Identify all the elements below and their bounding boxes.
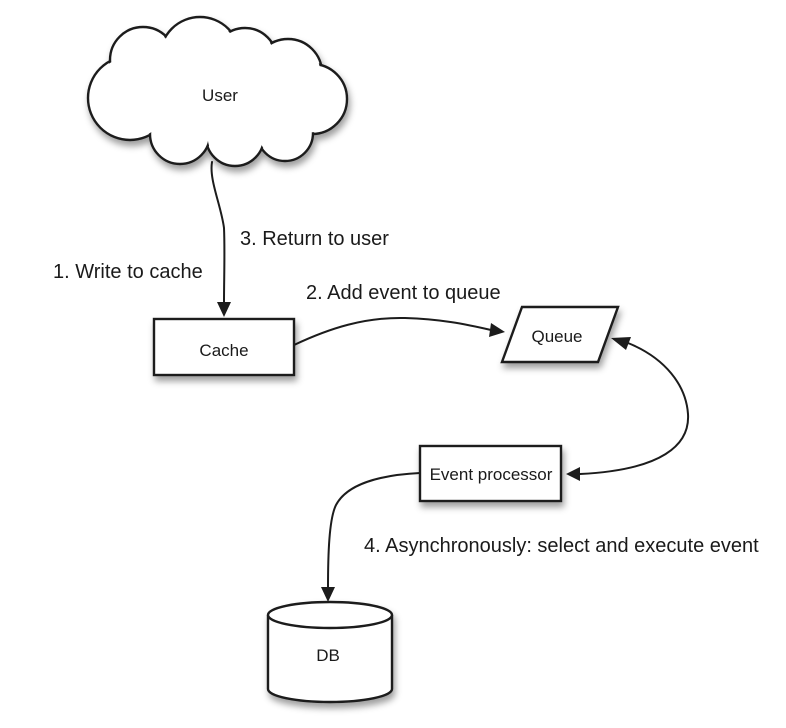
- user-cloud-node: [86, 15, 349, 168]
- queue-node: [500, 305, 620, 364]
- db-cylinder-top: [266, 600, 394, 630]
- arrowhead-into-queue-right: [611, 337, 631, 350]
- edge-cache-to-queue: [293, 316, 505, 346]
- event-processor-rectangle: [418, 444, 563, 503]
- step4-label: 4. Asynchronously: select and execute ev…: [364, 535, 759, 557]
- cache-rectangle: [152, 317, 296, 377]
- cloud-shape: [86, 15, 349, 168]
- cache-node: [152, 317, 296, 377]
- cloud-fill-circle: [207, 57, 283, 133]
- step1-label: 1. Write to cache: [53, 261, 203, 283]
- edge-processor-to-db: [321, 472, 421, 602]
- db-node-label: DB: [316, 646, 340, 665]
- edge-queue-event-processor: [566, 337, 690, 481]
- cache-node-label: Cache: [199, 341, 248, 360]
- cloud-fill-circle: [150, 55, 230, 135]
- step3-label: 3. Return to user: [240, 228, 389, 250]
- db-node: [266, 600, 394, 704]
- queue-node-label: Queue: [531, 327, 582, 346]
- arrowhead-into-queue-left: [489, 323, 505, 337]
- edge-user-cache-line: [210, 161, 226, 303]
- arrowhead-into-cache: [217, 302, 231, 317]
- step2-label: 2. Add event to queue: [306, 282, 501, 304]
- edge-cache-queue-line: [293, 316, 492, 346]
- arrowhead-into-db: [321, 587, 335, 602]
- db-cylinder-body: [266, 615, 394, 704]
- arrowhead-into-event-processor: [566, 467, 580, 481]
- edge-queue-processor-line: [579, 342, 690, 475]
- event-processor-node-label: Event processor: [430, 465, 553, 484]
- edge-user-to-cache: [210, 161, 231, 317]
- edge-processor-db-line: [327, 472, 421, 589]
- queue-parallelogram: [500, 305, 620, 364]
- event-processor-node: [418, 444, 563, 503]
- user-node-label: User: [202, 86, 238, 105]
